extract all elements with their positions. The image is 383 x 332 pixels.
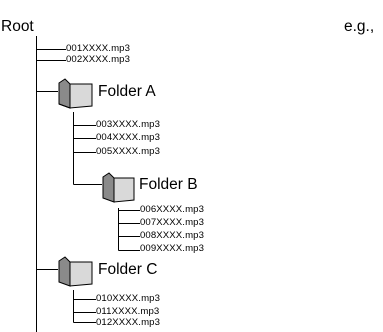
file-005: 005XXXX.mp3 bbox=[96, 146, 161, 157]
file-003: 003XXXX.mp3 bbox=[96, 119, 161, 130]
tree-connectors bbox=[36, 36, 140, 332]
example-label: e.g., bbox=[344, 18, 375, 35]
file-009: 009XXXX.mp3 bbox=[140, 243, 205, 254]
file-011: 011XXXX.mp3 bbox=[96, 306, 160, 317]
folder-b-label: Folder B bbox=[139, 176, 198, 193]
folder-c-label: Folder C bbox=[98, 261, 158, 278]
file-002: 002XXXX.mp3 bbox=[66, 54, 131, 65]
folder-icon-a bbox=[58, 78, 93, 109]
folder-icon-b bbox=[102, 172, 135, 203]
folder-icon-c bbox=[58, 256, 93, 287]
file-008: 008XXXX.mp3 bbox=[140, 230, 205, 241]
file-006: 006XXXX.mp3 bbox=[140, 204, 205, 215]
file-004: 004XXXX.mp3 bbox=[96, 132, 161, 143]
file-007: 007XXXX.mp3 bbox=[140, 217, 205, 228]
folder-a-label: Folder A bbox=[98, 83, 156, 100]
file-010: 010XXXX.mp3 bbox=[96, 293, 161, 304]
file-012: 012XXXX.mp3 bbox=[96, 317, 161, 328]
file-001: 001XXXX.mp3 bbox=[66, 43, 131, 54]
root-label: Root bbox=[1, 18, 34, 35]
